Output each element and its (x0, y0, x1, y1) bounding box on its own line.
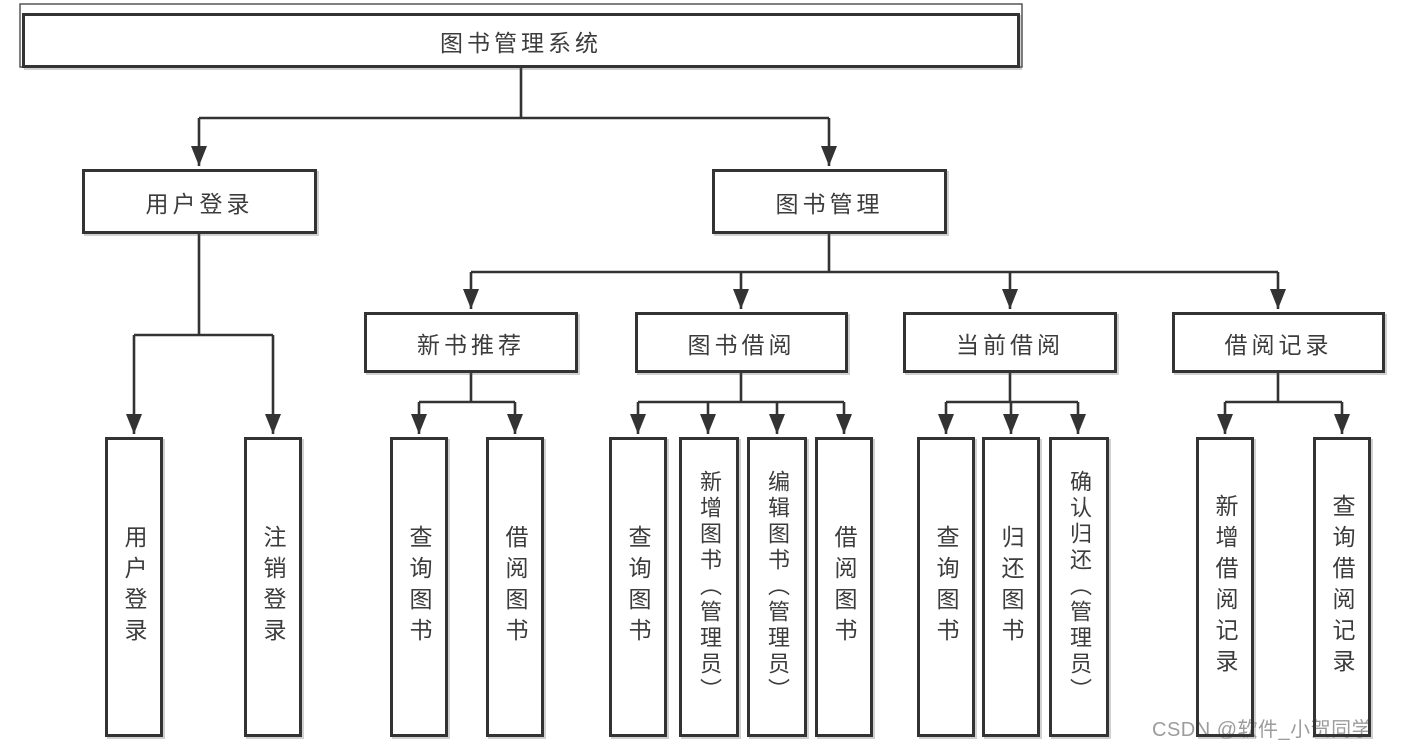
leaf-records-query: 查询借阅记录 (1313, 437, 1371, 737)
node-new-book-recommend: 新书推荐 (364, 312, 578, 373)
leaf-current-return: 归还图书 (982, 437, 1040, 737)
leaf-borrow-edit-admin: 编辑图书（管理员） (747, 437, 807, 737)
leaf-borrow-add-admin: 新增图书（管理员） (679, 437, 739, 737)
leaf-borrow-borrow: 借阅图书 (815, 437, 873, 737)
leaf-borrow-query: 查询图书 (609, 437, 667, 737)
leaf-newbooks-borrow: 借阅图书 (486, 437, 544, 737)
leaf-current-confirm-admin: 确认归还（管理员） (1049, 437, 1109, 737)
node-library-system: 图书管理系统 (22, 13, 1020, 68)
leaf-user-login: 用户登录 (105, 437, 163, 737)
node-book-borrow: 图书借阅 (635, 312, 848, 373)
leaf-logout: 注销登录 (244, 437, 302, 737)
node-user-login: 用户登录 (82, 169, 317, 234)
node-current-borrow: 当前借阅 (903, 312, 1117, 373)
leaf-records-add: 新增借阅记录 (1196, 437, 1254, 737)
node-book-management: 图书管理 (712, 169, 947, 234)
leaf-newbooks-query: 查询图书 (390, 437, 448, 737)
csdn-watermark: CSDN @软件_小贺同学 (1152, 719, 1373, 741)
leaf-current-query: 查询图书 (917, 437, 975, 737)
node-borrow-records: 借阅记录 (1172, 312, 1385, 373)
